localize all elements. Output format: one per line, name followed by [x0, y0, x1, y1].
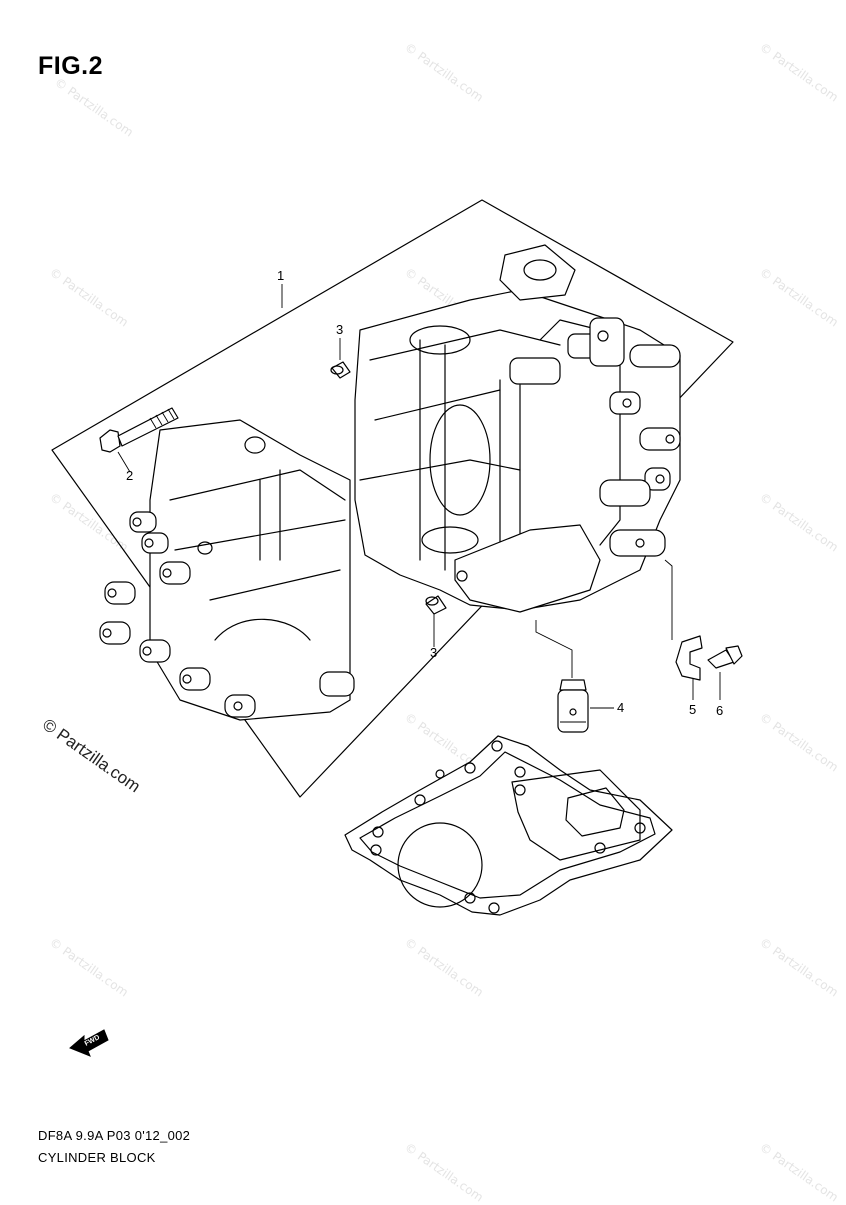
leader-lines [117, 284, 721, 709]
callout-3b: 3 [430, 645, 438, 660]
dowel-pin-part-3 [330, 361, 447, 615]
figure-title: FIG.2 [38, 52, 104, 80]
gasket-drawing [344, 735, 673, 916]
plug-part-4 [557, 679, 589, 733]
callout-2: 2 [126, 468, 134, 483]
front-arrow-icon: FWD [69, 1029, 109, 1057]
callout-4: 4 [617, 700, 625, 715]
diagram-caption: CYLINDER BLOCK [38, 1150, 156, 1165]
clamp-part-5 [675, 635, 703, 681]
cylinder-block-drawing [99, 244, 681, 721]
diagram-code: DF8A 9.9A P03 0'12_002 [38, 1128, 191, 1143]
callout-6: 6 [716, 703, 724, 718]
callout-1: 1 [277, 268, 285, 283]
screw-part-6 [707, 645, 743, 669]
callout-5: 5 [689, 702, 697, 717]
callout-3a: 3 [336, 322, 344, 337]
bolt-part-2 [99, 407, 179, 453]
